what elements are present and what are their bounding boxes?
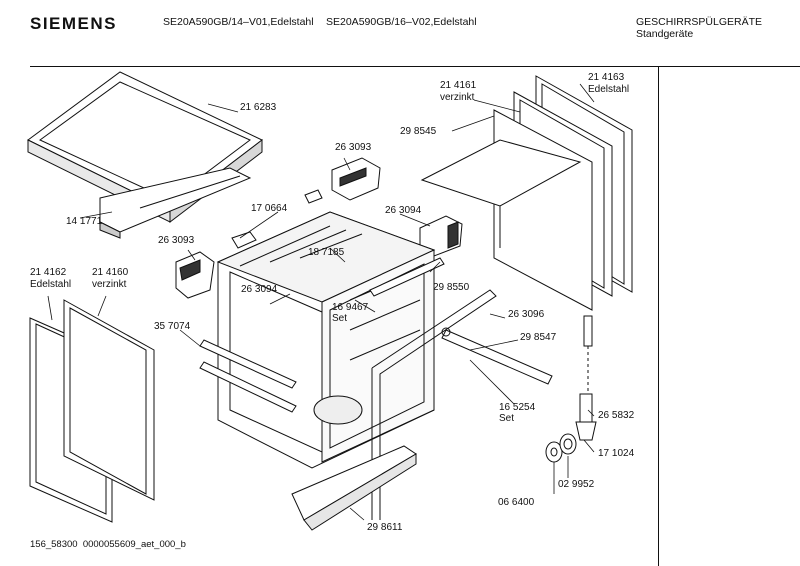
header-divider [30, 66, 800, 67]
part-label-263093-left: 26 3093 [158, 235, 195, 246]
siemens-logo: SIEMENS [30, 14, 118, 33]
top-bracket-part [99, 167, 252, 239]
back-panel-298545 [420, 109, 593, 311]
part-label-214160-finish: verzinkt [92, 279, 127, 290]
part-label-357074: 35 7074 [154, 321, 191, 332]
part-label-214162-finish: Edelstahl [30, 279, 71, 290]
part-label-066400: 06 6400 [498, 497, 535, 508]
part-label-214161-finish: verzinkt [440, 92, 475, 103]
part-label-214163: 21 4163 [588, 72, 625, 83]
clip-part-170664 [231, 189, 323, 249]
hose-265832 [575, 315, 597, 441]
dishwasher-tub [216, 211, 436, 469]
nut-029952 [559, 433, 577, 455]
part-label-298550: 29 8550 [433, 282, 470, 293]
part-label-165254: 16 5254 [499, 402, 536, 413]
document-code: 156_58300 0000055609_aet_000_b [30, 539, 186, 550]
margin-divider [658, 66, 659, 566]
hinge-arm-298547 [441, 327, 553, 385]
side-panel-214160 [63, 299, 155, 501]
part-label-214161: 21 4161 [440, 80, 477, 91]
part-label-170664: 17 0664 [251, 203, 288, 214]
clip-part-263093-left [175, 251, 215, 299]
part-label-216283: 21 6283 [240, 102, 277, 113]
model-number-1: SE20A590GB/14–V01,Edelstahl [163, 16, 314, 28]
part-label-263093-top: 26 3093 [335, 142, 372, 153]
part-label-298611: 29 8611 [367, 522, 403, 533]
part-label-165254-set: Set [499, 413, 514, 424]
appliance-category: GESCHIRRSPÜLGERÄTE [636, 16, 763, 28]
model-number-2: SE20A590GB/16–V02,Edelstahl [326, 16, 477, 28]
part-label-298547: 29 8547 [520, 332, 557, 343]
part-label-029952: 02 9952 [558, 479, 595, 490]
side-rails-357074 [199, 339, 297, 413]
door-seal-263096 [371, 289, 497, 520]
part-label-214160: 21 4160 [92, 267, 129, 278]
part-label-214162: 21 4162 [30, 267, 67, 278]
rail-298550 [369, 257, 445, 297]
part-label-298545: 29 8545 [400, 126, 437, 137]
part-label-169467: 16 9467 [332, 302, 369, 313]
part-label-171024: 17 1024 [598, 448, 635, 459]
part-label-263094-left: 26 3094 [241, 284, 278, 295]
part-label-263096: 26 3096 [508, 309, 545, 320]
leader-lines [47, 83, 595, 521]
appliance-subcategory: Standgeräte [636, 28, 694, 40]
part-label-169467-set: Set [332, 313, 347, 324]
part-label-187185: 18 7185 [308, 247, 345, 258]
part-label-214163-finish: Edelstahl [588, 84, 629, 95]
part-label-265832: 26 5832 [598, 410, 635, 421]
part-label-263094-right: 26 3094 [385, 205, 422, 216]
clip-part-263093-top [331, 157, 381, 201]
clip-part-263094-right [419, 215, 463, 257]
part-label-141771: 14 1771 [66, 216, 103, 227]
kickplate-298611 [291, 445, 417, 531]
